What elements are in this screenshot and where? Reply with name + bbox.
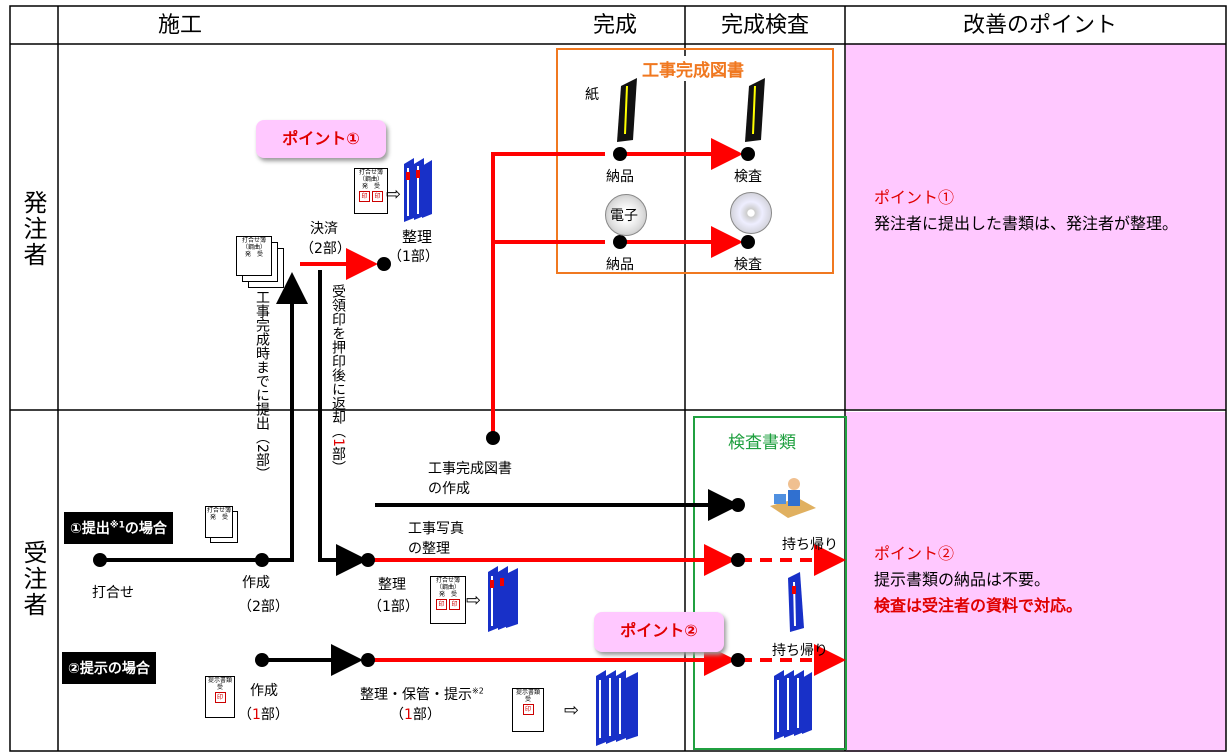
drawings-create-label-b: の作成 — [428, 481, 470, 497]
meeting-doc-icon-top: 打合せ簿（鋼曲）発 受 印印 — [354, 168, 388, 214]
photo-label-a: 工事写真 — [408, 521, 464, 537]
point2-title: ポイント② — [874, 544, 955, 563]
header-construction: 施工 — [157, 13, 202, 38]
case1-label: ①提出※1の場合 — [64, 512, 173, 544]
inspection-box-title: 検査書類 — [728, 433, 796, 453]
inspection-docs-box — [693, 416, 847, 750]
binders-organized-icon — [404, 158, 432, 222]
deliver-label-1: 納品 — [606, 169, 634, 185]
flow-drawings-up — [491, 152, 605, 438]
takehome-label-1: 持ち帰り — [782, 537, 838, 553]
settle-copies: （2部） — [300, 241, 351, 257]
paper-label: 紙 — [585, 87, 599, 103]
present-doc-icon: 提示書類受印 — [205, 676, 235, 718]
case2-create-label: 作成 — [250, 683, 278, 699]
takehome-binder-1 — [788, 572, 804, 632]
photo-label-b: の整理 — [408, 541, 450, 557]
meeting-label: 打合せ — [92, 585, 134, 601]
row-label-orderer: 発注者 — [19, 190, 47, 268]
case1-organize-copies: （1部） — [368, 599, 419, 615]
completion-drawings-box — [556, 48, 834, 274]
cd-icon — [730, 192, 772, 234]
case2-present-doc-icon: 提示書類受印 — [512, 688, 544, 732]
case2-arrow-icon: ⇨ — [564, 700, 580, 721]
completion-box-title: 工事完成図書 — [640, 56, 746, 81]
arrow-right-icon: ⇨ — [386, 184, 402, 205]
case1-binders-icon — [488, 566, 518, 632]
header-completion: 完成 — [592, 13, 637, 38]
binder-inspect-icon — [745, 78, 765, 142]
electronic-disc-icon — [605, 194, 647, 236]
row-label-contractor: 受注者 — [19, 540, 47, 618]
case2-manage-label: 整理・保管・提示※2 — [360, 686, 484, 703]
submit-vertical-text: 工事完成時までに提出（2部） — [254, 290, 270, 481]
point1-badge: ポイント① — [256, 120, 386, 158]
case1-create-copies: （2部） — [238, 599, 289, 615]
organize-label: 整理 — [402, 228, 433, 246]
header-inspection: 完成検査 — [720, 13, 809, 38]
return-vertical-text: 受領印を押印後に返却（1部） — [330, 284, 346, 475]
inspector-person-icon — [770, 478, 816, 518]
case1-organized-doc-icon: 打合せ簿（鋼曲）発 受 印印 — [430, 576, 466, 624]
electronic-label: 電子 — [610, 208, 638, 224]
point2-text: 提示書類の納品は不要。 — [874, 570, 1051, 589]
case1-organize-label: 整理 — [378, 577, 406, 593]
takehome-binders-2 — [774, 670, 812, 740]
case1-create-label: 作成 — [242, 575, 270, 591]
meeting-doc-stack: 打合せ簿（鋼曲）発 受 — [236, 236, 272, 276]
settle-label: 決済 — [310, 221, 338, 237]
deliver-label-2: 納品 — [606, 257, 634, 273]
point2-badge: ポイント② — [594, 612, 724, 652]
organize-copies: （1部） — [388, 249, 439, 265]
case1-meeting-doc-icon: 打合せ簿発 受 — [205, 506, 233, 538]
case2-label: ②提示の場合 — [62, 652, 156, 684]
takehome-label-2: 持ち帰り — [772, 643, 828, 659]
header-improvement: 改善のポイント — [962, 13, 1117, 38]
point2-panel-bg — [846, 412, 1226, 752]
inspect-label-1: 検査 — [734, 169, 762, 185]
case2-create-copies: （1部） — [238, 707, 289, 723]
point1-panel-bg — [846, 44, 1226, 409]
case2-binders-icon — [596, 670, 638, 746]
case1-arrow-icon: ⇨ — [466, 590, 482, 611]
case2-manage-copies: （1部） — [390, 707, 441, 723]
point1-text: 発注者に提出した書類は、発注者が整理。 — [874, 214, 1179, 233]
point1-title: ポイント① — [874, 188, 955, 207]
drawings-create-label-a: 工事完成図書 — [428, 461, 512, 477]
binder-paper-icon — [617, 78, 637, 142]
inspect-label-2: 検査 — [734, 257, 762, 273]
point2-emphasis: 検査は受注者の資料で対応。 — [874, 596, 1083, 615]
